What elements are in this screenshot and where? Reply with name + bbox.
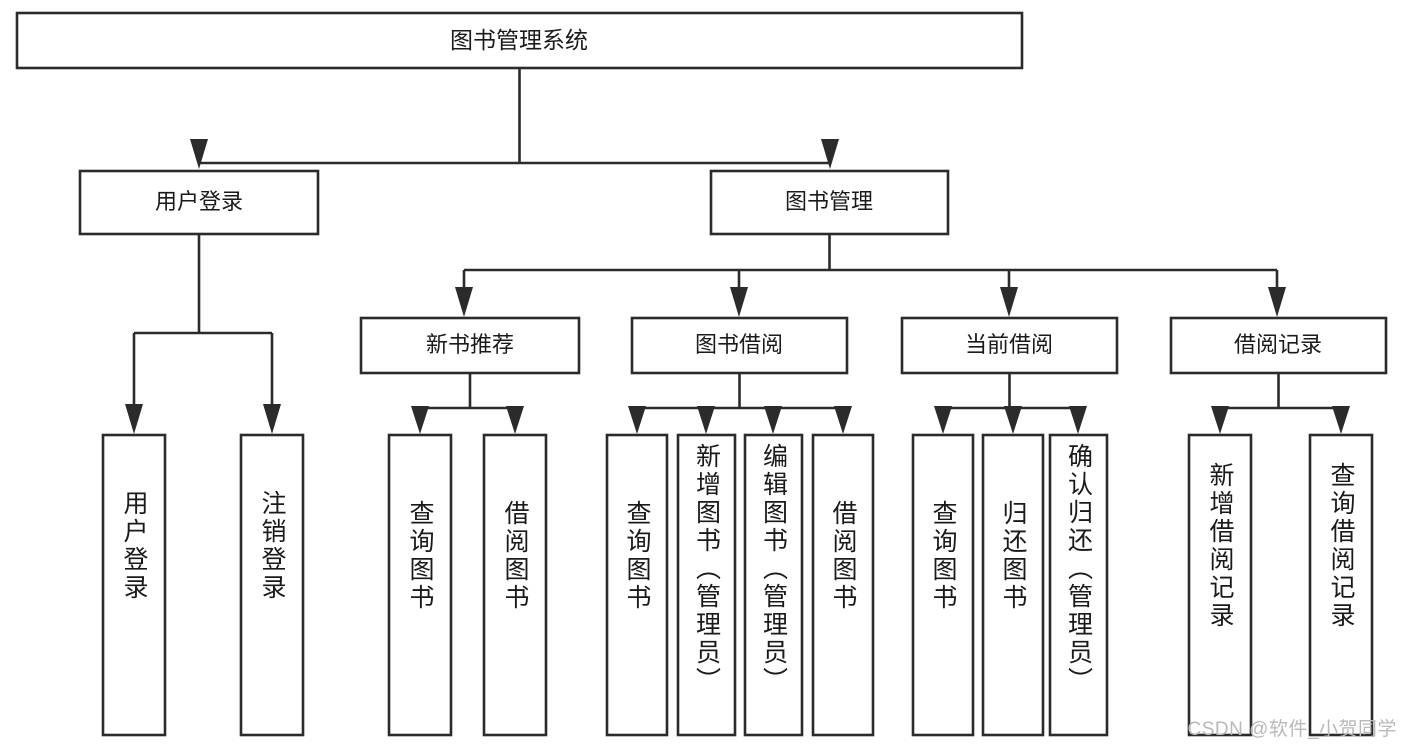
node-user-login[interactable]: 用户登录 — [78, 169, 320, 236]
node-book-manage[interactable]: 图书管理 — [709, 169, 950, 236]
borrow-record-node-label: 借阅记录 — [1234, 332, 1322, 357]
node-book-borrow[interactable]: 图书借阅 — [630, 316, 849, 375]
leaf-box-user-login[interactable] — [101, 433, 167, 737]
leaf-box-query-book-3[interactable] — [911, 433, 975, 737]
book-borrow-node-box[interactable] — [630, 316, 849, 375]
arrow-head-leaf-add-book-admin — [697, 406, 715, 434]
arrow-head-book-manage — [821, 139, 839, 169]
leaf-box-edit-book-admin[interactable] — [743, 433, 804, 737]
leaf-box-borrow-book-2[interactable] — [811, 433, 875, 737]
arrow-head-leaf-edit-book-admin — [764, 406, 782, 434]
arrow-head-leaf-query-book-3 — [934, 406, 952, 434]
arrow-head-leaf-query-book-1 — [411, 406, 429, 434]
arrow-head-leaf-confirm-return-admin — [1069, 406, 1087, 434]
user-login-node-label: 用户登录 — [155, 189, 243, 214]
new-book-recommend-node-box[interactable] — [359, 316, 581, 375]
connector-layer — [125, 68, 1350, 434]
leaf-box-query-book-2[interactable] — [605, 433, 669, 737]
node-root-system[interactable]: 图书管理系统 — [15, 11, 1024, 70]
arrow-head-leaf-user-login — [125, 404, 143, 434]
current-borrow-node-label: 当前借阅 — [965, 332, 1053, 357]
book-borrow-node-label: 图书借阅 — [695, 332, 783, 357]
leaf-box-borrow-book-1[interactable] — [482, 433, 548, 737]
root-node-box[interactable] — [15, 11, 1024, 70]
new-book-recommend-node-label: 新书推荐 — [426, 332, 514, 357]
arrow-head-book-borrow — [730, 287, 748, 317]
borrow-record-node-box[interactable] — [1169, 316, 1388, 375]
arrow-head-leaf-borrow-book-1 — [506, 406, 524, 434]
arrow-head-leaf-add-borrow-record — [1211, 406, 1229, 434]
csdn-watermark: CSDN @软件_小贺同学 — [1187, 719, 1397, 740]
leaf-box-query-borrow-record[interactable] — [1308, 433, 1374, 737]
node-new-book-recommend[interactable]: 新书推荐 — [359, 316, 581, 375]
leaf-box-layer — [101, 433, 1374, 737]
node-borrow-record[interactable]: 借阅记录 — [1169, 316, 1388, 375]
arrow-head-current-borrow — [1000, 287, 1018, 317]
node-current-borrow[interactable]: 当前借阅 — [900, 316, 1119, 375]
arrow-head-leaf-return-book — [1004, 406, 1022, 434]
book-manage-node-label: 图书管理 — [785, 189, 873, 214]
arrow-head-leaf-user-logout — [263, 404, 281, 434]
leaf-box-return-book[interactable] — [981, 433, 1045, 737]
leaf-box-add-book-admin[interactable] — [676, 433, 737, 737]
root-node-label: 图书管理系统 — [450, 27, 588, 53]
user-login-node-box[interactable] — [78, 169, 320, 236]
leaf-box-add-borrow-record[interactable] — [1187, 433, 1253, 737]
leaf-box-confirm-return-admin[interactable] — [1048, 433, 1109, 737]
arrow-head-leaf-borrow-book-2 — [834, 406, 852, 434]
book-manage-node-box[interactable] — [709, 169, 950, 236]
leaf-box-query-book-1[interactable] — [387, 433, 453, 737]
arrow-head-leaf-query-book-2 — [628, 406, 646, 434]
current-borrow-node-box[interactable] — [900, 316, 1119, 375]
arrow-head-borrow-record — [1268, 287, 1286, 317]
arrow-head-leaf-query-borrow-record — [1332, 406, 1350, 434]
arrow-head-new-book-recommend — [455, 287, 473, 317]
arrow-head-user-login — [190, 139, 208, 169]
leaf-box-user-logout[interactable] — [239, 433, 305, 737]
